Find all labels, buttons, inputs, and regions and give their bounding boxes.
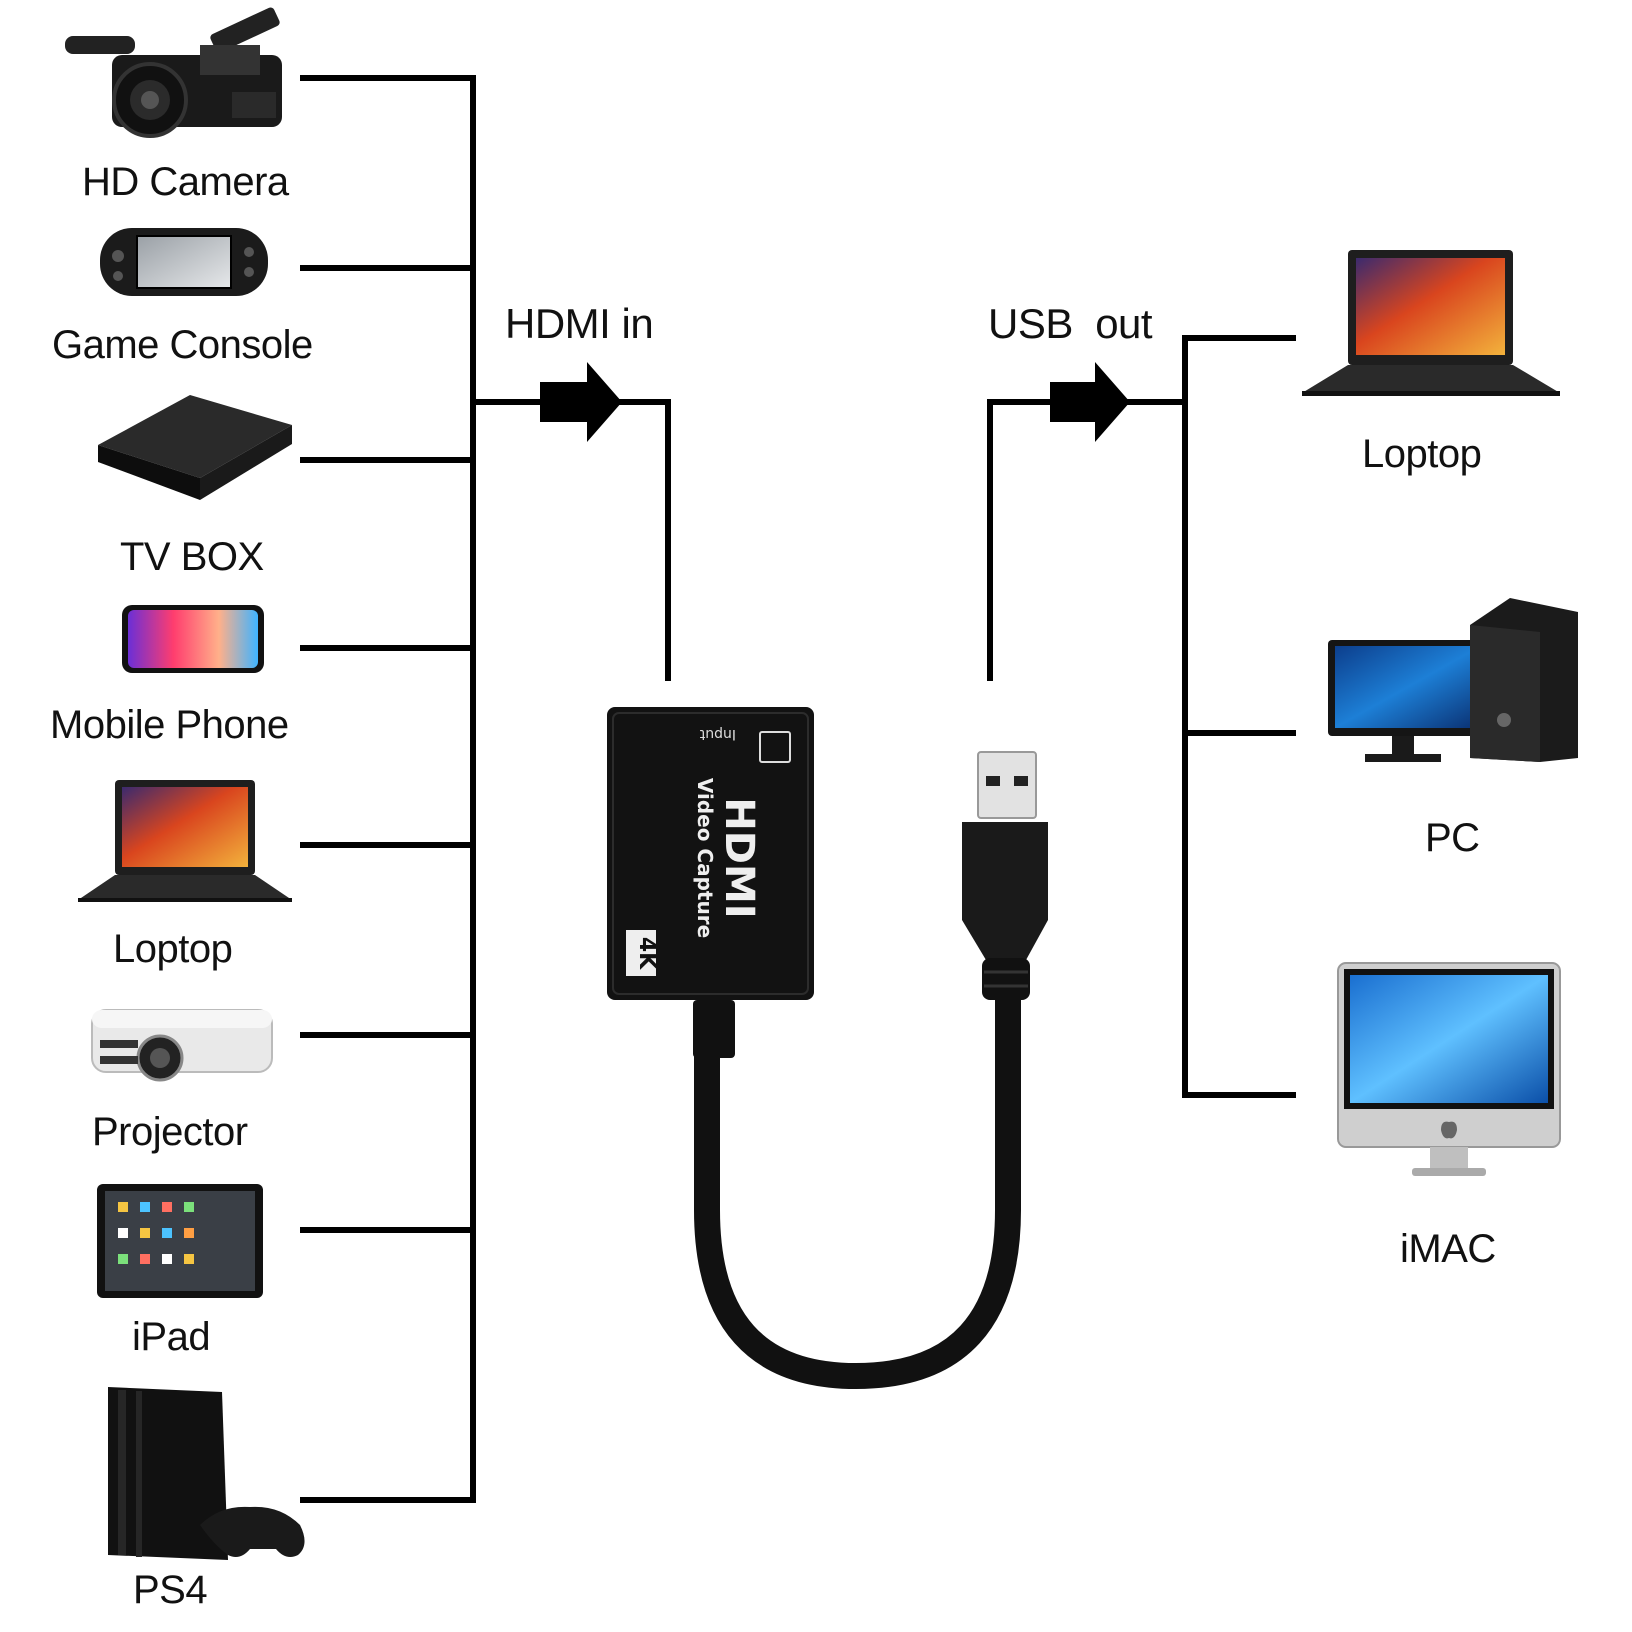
handheld-console-icon [100,228,268,296]
source-device-label: Loptop [113,927,233,971]
capture-card-brand: HDMI [716,797,762,918]
video-camera-icon [65,7,282,138]
tablet-icon [97,1184,263,1298]
source-device-label: iPad [132,1315,211,1359]
desktop-pc-icon [1328,598,1578,762]
capture-card-port-label: Input [699,726,736,742]
smartphone-icon [122,605,264,673]
usb-connector-icon [962,751,1048,1000]
source-device-label: TV BOX [120,535,264,579]
input-bus-lines [300,75,671,1503]
usb-out-label: USB out [988,300,1153,347]
target-device-label: iMAC [1400,1227,1496,1271]
target-device-label: Loptop [1362,432,1482,476]
target-device-label: PC [1425,816,1480,860]
projector-icon [91,1009,273,1082]
laptop-icon [78,780,292,902]
usb-out-arrow-icon [1050,362,1130,442]
laptop-icon [1302,250,1560,396]
game-console-icon [108,1387,305,1560]
hdmi-in-label: HDMI in [505,300,654,347]
capture-card-product: Video Capture [693,778,717,938]
source-device-label: Projector [92,1110,248,1154]
capture-card-icon: HDMI Video Capture Input 4K [607,707,1021,1390]
hdmi-in-arrow-icon [540,362,622,442]
source-device-label: HD Camera [82,160,289,204]
source-device-label: Mobile Phone [50,703,289,747]
source-device-label: Game Console [52,323,313,367]
imac-icon [1337,962,1561,1176]
tv-box-icon [98,395,292,500]
output-bus-lines [987,335,1296,1098]
capture-card-badge: 4K [634,937,659,970]
source-device-label: PS4 [133,1568,208,1612]
